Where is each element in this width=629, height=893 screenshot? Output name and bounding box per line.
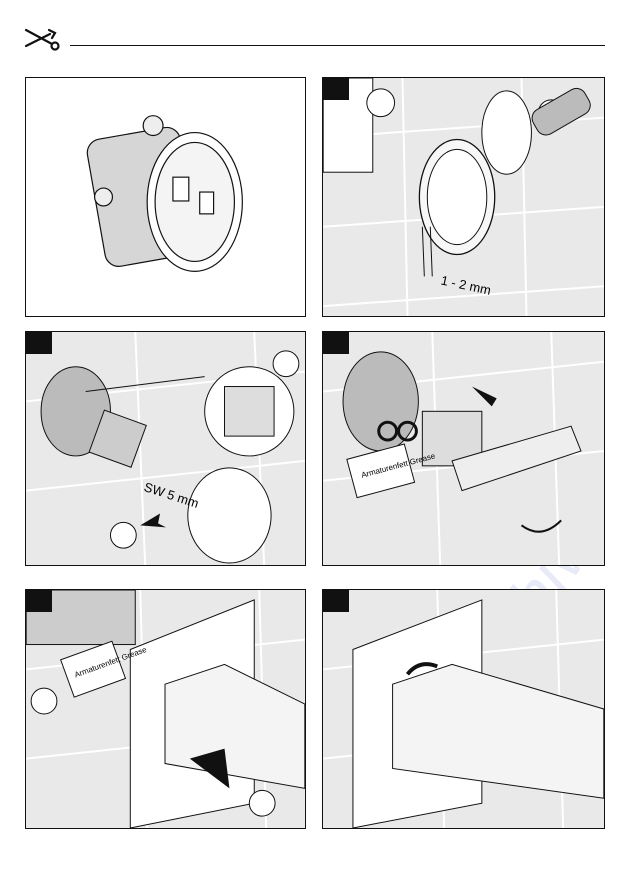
panel-step-3: SW 5 mm [25,331,306,566]
svg-text:1 - 2 mm: 1 - 2 mm [440,273,493,298]
step-tab [323,590,349,612]
step-tab [26,590,52,612]
panel-step-5: Armaturenfett Grease [25,589,306,829]
panel-step-6 [322,589,605,829]
step-tab [26,332,52,354]
step-tab [323,78,349,100]
tools-icon [24,28,60,51]
panel-step-2: 1 - 2 mm [322,77,605,317]
mounting-box-illustration [86,115,243,272]
svg-text:SW 5 mm: SW 5 mm [142,479,200,511]
header-rule [70,45,605,46]
step-tab [323,332,349,354]
panel-step-1 [25,77,306,317]
panel-step-4: Armaturenfett Grease [322,331,605,566]
